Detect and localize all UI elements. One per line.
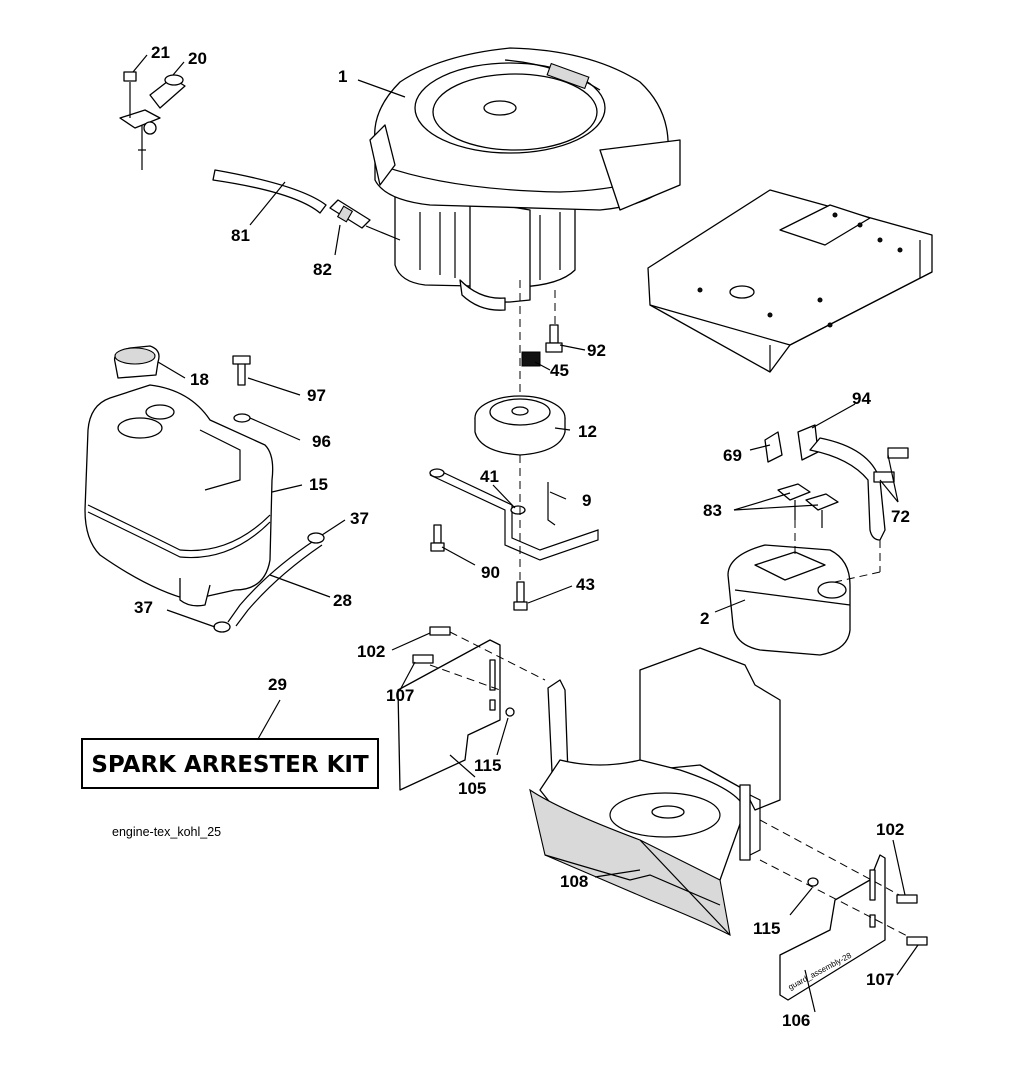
callout-90: 90 xyxy=(481,563,500,582)
leader-lines xyxy=(132,54,919,1013)
engine-guard xyxy=(529,647,781,936)
callout-82: 82 xyxy=(313,260,332,279)
fuel-hose xyxy=(213,532,325,633)
callout-labels: 1 21 20 81 82 92 45 12 18 97 96 15 37 28… xyxy=(134,43,910,1030)
callout-107-left: 107 xyxy=(386,686,414,705)
callout-81: 81 xyxy=(231,226,250,245)
pulley-hardware xyxy=(474,280,566,456)
callout-45: 45 xyxy=(550,361,569,380)
callout-102-left: 102 xyxy=(357,642,385,661)
diagram-caption: engine-tex_kohl_25 xyxy=(112,825,221,839)
fuel-tank xyxy=(84,345,274,607)
chassis-plate xyxy=(647,189,933,373)
callout-92: 92 xyxy=(587,341,606,360)
callout-29: 29 xyxy=(268,675,287,694)
callout-107-right: 107 xyxy=(866,970,894,989)
callout-102-right: 102 xyxy=(876,820,904,839)
kit-label: SPARK ARRESTER KIT xyxy=(91,752,369,778)
callout-108: 108 xyxy=(560,872,588,891)
callout-20: 20 xyxy=(188,49,207,68)
callout-18: 18 xyxy=(190,370,209,389)
side-plate-left xyxy=(397,631,546,791)
callout-69: 69 xyxy=(723,446,742,465)
callout-41: 41 xyxy=(480,467,499,486)
callout-15: 15 xyxy=(309,475,328,494)
callout-83: 83 xyxy=(703,501,722,520)
muffler-assembly xyxy=(727,424,909,656)
callout-115-left: 115 xyxy=(474,756,501,775)
callout-37-top: 37 xyxy=(350,509,369,528)
callout-9: 9 xyxy=(582,491,591,510)
callout-21: 21 xyxy=(151,43,170,62)
callout-105: 105 xyxy=(458,779,486,798)
callout-43: 43 xyxy=(576,575,595,594)
callout-106: 106 xyxy=(782,1011,810,1030)
callout-37-bottom: 37 xyxy=(134,598,153,617)
callout-12: 12 xyxy=(578,422,597,441)
callout-96: 96 xyxy=(312,432,331,451)
engine xyxy=(369,47,681,311)
callout-97: 97 xyxy=(307,386,326,405)
fuel-line xyxy=(212,169,401,241)
side-plate-right: guard_assembly-28 xyxy=(759,819,916,1001)
callout-115-right: 115 xyxy=(753,919,780,938)
bracket-rod xyxy=(429,455,599,611)
callout-94: 94 xyxy=(852,389,871,408)
callout-1: 1 xyxy=(338,67,347,86)
spark-arrester-kit: SPARK ARRESTER KIT xyxy=(81,699,379,789)
callout-72: 72 xyxy=(891,507,910,526)
callout-28: 28 xyxy=(333,591,352,610)
throttle-bracket xyxy=(119,71,186,170)
callout-2: 2 xyxy=(700,609,709,628)
guard-bolts xyxy=(412,626,928,946)
